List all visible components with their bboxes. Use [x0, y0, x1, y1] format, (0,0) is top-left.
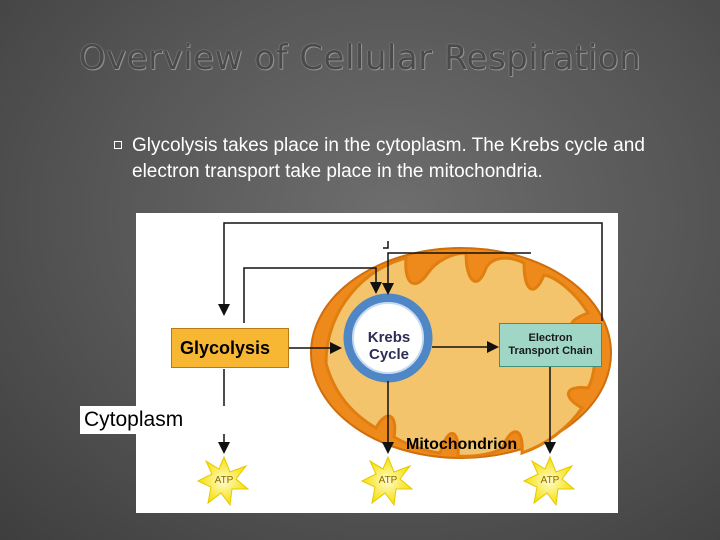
bullet-point: Glycolysis takes place in the cytoplasm.…	[114, 133, 654, 185]
krebs-label-line2: Cycle	[368, 346, 410, 363]
slide-title: Overview of Cellular Respiration	[78, 38, 642, 78]
upper-loop-arrow	[243, 267, 382, 323]
inner-loop-arrow	[383, 241, 389, 249]
bullet-text: Glycolysis takes place in the cytoplasm.…	[132, 135, 645, 182]
cytoplasm-label: Cytoplasm	[80, 406, 234, 434]
atp-star-icon	[196, 455, 250, 507]
pathway-arrow	[382, 252, 531, 295]
bullet-square-icon	[114, 141, 122, 149]
atp-label: ATP	[214, 475, 234, 486]
atp-star-icon	[522, 455, 576, 507]
atp-star-icon	[360, 455, 414, 507]
electron-transport-chain-box: Electron Transport Chain	[499, 323, 602, 367]
atp-label: ATP	[540, 475, 560, 486]
atp-label: ATP	[378, 475, 398, 486]
krebs-cycle-ring	[343, 293, 433, 383]
glycolysis-box: Glycolysis	[171, 328, 289, 368]
mitochondrion-label: Mitochondrion	[406, 436, 518, 453]
etc-label-line2: Transport Chain	[508, 345, 593, 357]
top-return-arrow	[218, 222, 603, 321]
etc-label-line1: Electron	[528, 332, 573, 344]
krebs-cycle-label: Krebs Cycle	[349, 329, 429, 363]
cellular-respiration-diagram: Glycolysis Krebs Cycle Electron Transpor…	[136, 213, 618, 513]
krebs-label-line1: Krebs	[367, 329, 411, 346]
